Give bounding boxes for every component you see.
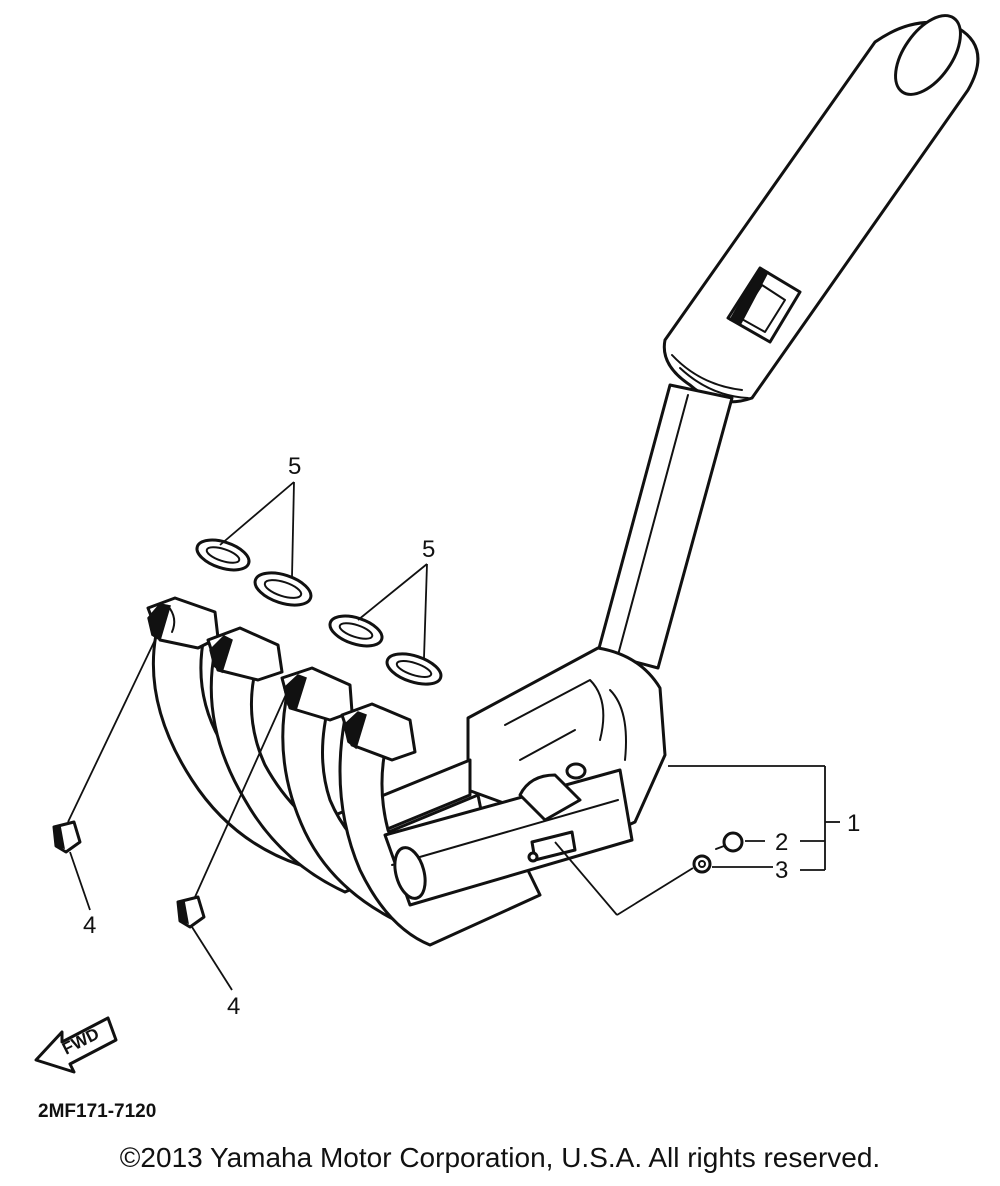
header-pipes	[151, 623, 634, 947]
callout-4-center: 4	[227, 993, 240, 1020]
callout-5-right: 5	[422, 536, 435, 563]
fwd-arrow-icon: FWD	[34, 1016, 118, 1074]
header-flange-1	[146, 596, 220, 650]
muffler-emblem	[726, 266, 802, 344]
gasket-3	[328, 614, 384, 648]
callout-5-left: 5	[288, 453, 301, 480]
muffler	[662, 14, 980, 404]
drawing-code: 2MF171-7120	[38, 1101, 156, 1122]
header-flange-2	[206, 626, 284, 682]
callout-1: 1	[847, 810, 860, 837]
header-flange-4	[340, 702, 417, 762]
gasket-2	[253, 571, 313, 607]
leader-lines	[67, 481, 840, 991]
gasket-4	[385, 652, 443, 686]
gasket-1	[195, 538, 251, 572]
callout-3: 3	[775, 857, 788, 884]
callout-2: 2	[775, 829, 788, 856]
washer	[692, 854, 712, 874]
connector-pipe	[596, 383, 734, 670]
bolt	[715, 831, 744, 853]
nut-center	[176, 895, 206, 929]
copyright-notice: ©2013 Yamaha Motor Corporation, U.S.A. A…	[119, 1142, 881, 1173]
nut-left	[52, 820, 82, 854]
callout-4-left: 4	[83, 912, 96, 939]
